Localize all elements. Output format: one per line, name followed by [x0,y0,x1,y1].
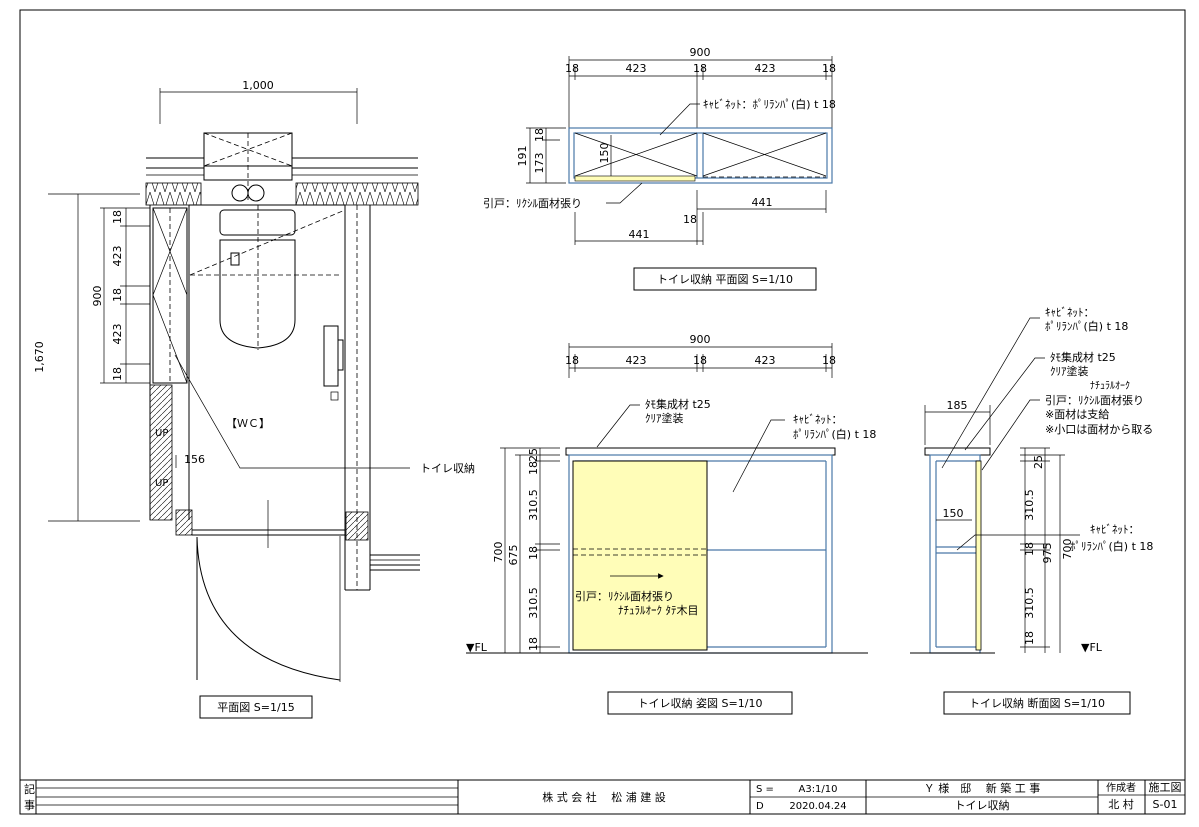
section-height-total: 700 [1061,539,1074,560]
author-name: 北 村 [1108,797,1134,811]
top-part-dim: 18 [693,62,707,75]
elev-total-dim: 900 [690,333,711,346]
plan-inner-dim: 156 [184,453,205,466]
section-cab-note-1: ｷｬﾋﾞﾈｯﾄ： [1045,306,1095,319]
note-label-1: 記 [24,782,35,796]
section-v-part: 310.5 [1023,489,1036,521]
section-height-sub: 975 [1041,543,1054,564]
plan-storage-part: 423 [111,324,124,345]
top-door-dim-a: 441 [629,228,650,241]
top-total-dim: 900 [690,46,711,59]
scale-value: A3:1/10 [798,784,837,795]
elev-cab-note-1: ｷｬﾋﾞﾈｯﾄ： [793,413,843,426]
section-door-note-3: ※小口は面材から取る [1045,422,1153,436]
floor-plan: 1,000 1,670 900 18 423 18 423 18 [33,79,475,719]
section-top-note-2: ｸﾘｱ塗装 [1050,364,1089,378]
up-label: UP [155,428,168,439]
toilet-bowl [219,239,296,349]
room-label: 【ＷＣ】 [226,417,270,430]
top-part-dim: 423 [626,62,647,75]
section-shelf-note-2: ﾎﾟﾘﾗﾝﾊﾟ(白) t 18 [1070,539,1153,553]
top-cabinet-box [568,127,833,184]
elev-door-note-2: ﾅﾁｭﾗﾙｵｰｸ ﾀﾃ木目 [618,604,699,617]
elev-v-part: 310.5 [527,489,540,521]
date-label: D [756,801,764,812]
top-caption: トイレ収納 平面図 S=1/10 [657,273,793,286]
section-v-part: 18 [1023,631,1036,645]
elev-part-dim: 423 [626,354,647,367]
section-floor-label: ▼FL [1081,641,1103,654]
sheet-number: S-01 [1153,798,1178,811]
sheet-border [19,9,1186,815]
elev-floor-label: ▼FL [466,641,488,654]
plan-height-dim: 1,670 [33,341,46,373]
plan-storage-part: 18 [111,288,124,302]
elev-top-note-2: ｸﾘｱ塗装 [645,411,684,425]
elev-part-dim: 18 [693,354,707,367]
top-inner-depth: 150 [598,143,611,164]
top-part-dim: 423 [755,62,776,75]
section-v-part: 310.5 [1023,587,1036,619]
elev-v-part: 18 [527,461,540,475]
storage-top-view: 900 18 423 18 423 18 ｷｬﾋﾞﾈｯﾄ：ﾎﾟﾘﾗﾝﾊﾟ(白) … [483,46,836,291]
section-v-part: 18 [1023,542,1036,556]
top-door-gap: 18 [683,213,697,226]
elev-height-total: 700 [492,542,505,563]
author-label: 作成者 [1106,782,1136,794]
section-door-note-1: 引戸：ﾘｸｼﾙ面材張り [1045,393,1144,407]
section-shelf-note-1: ｷｬﾋﾞﾈｯﾄ： [1090,523,1140,536]
elev-v-part: 18 [527,637,540,651]
elev-cab-note-2: ﾎﾟﾘﾗﾝﾊﾟ(白) t 18 [793,427,876,441]
section-v-part: 25 [1032,455,1045,469]
elev-part-dim: 18 [565,354,579,367]
plan-storage-callout: トイレ収納 [420,462,475,475]
elev-caption: トイレ収納 姿図 S=1/10 [638,697,763,710]
company-name: 株 式 会 社 松 浦 建 設 [542,790,665,804]
elev-v-part: 18 [527,546,540,560]
date-value: 2020.04.24 [789,801,846,812]
top-part-dim: 18 [565,62,579,75]
plan-width-dim: 1,000 [242,79,274,92]
toilet-tank [219,209,296,236]
plan-storage-part: 18 [111,367,124,381]
elev-top-note-1: ﾀﾓ集成材 t25 [645,397,711,411]
elev-v-part: 310.5 [527,587,540,619]
plan-storage-part: 18 [111,210,124,224]
elev-part-dim: 423 [755,354,776,367]
storage-section: 185 150 ｷｬﾋﾞﾈｯﾄ： ﾎﾟﾘﾗﾝﾊﾟ(白) t 18 ﾀﾓ集成材 t… [910,306,1153,715]
section-caption: トイレ収納 断面図 S=1/10 [969,696,1105,710]
drawing-type: 施工図 [1149,781,1182,794]
elev-height-sub: 675 [507,545,520,566]
section-door-note-0: ﾅﾁｭﾗﾙｵｰｸ [1090,380,1130,392]
plan-storage-part: 423 [111,246,124,267]
elev-sliding-door [572,460,708,651]
elev-part-dim: 18 [822,354,836,367]
elev-door-note-1: 引戸：ﾘｸｼﾙ面材張り [575,589,674,603]
up-label: UP [155,478,168,489]
top-door-note: 引戸：ﾘｸｼﾙ面材張り [483,196,582,210]
section-top-note-1: ﾀﾓ集成材 t25 [1050,350,1116,364]
top-cabinet-note: ｷｬﾋﾞﾈｯﾄ：ﾎﾟﾘﾗﾝﾊﾟ(白) t 18 [703,97,836,111]
section-body [929,454,981,654]
section-shelf-depth: 150 [943,507,964,520]
top-part-dim: 18 [822,62,836,75]
top-depth-total: 191 [516,146,529,167]
scale-label: S = [756,784,774,795]
section-cab-note-2: ﾎﾟﾘﾗﾝﾊﾟ(白) t 18 [1045,319,1128,333]
top-depth-part: 18 [533,128,546,142]
elev-v-part: 25 [527,448,540,462]
title-block: 記 事 株 式 会 社 松 浦 建 設 S = A3:1/10 D 2020.0… [20,779,1185,814]
plan-storage-total: 900 [91,286,104,307]
plan-caption: 平面図 S=1/15 [217,701,294,714]
drawing-name: トイレ収納 [955,799,1010,812]
elev-top-board [565,447,836,456]
top-door-dim-b: 441 [752,196,773,209]
storage-elevation: 900 18 423 18 423 18 ﾀﾓ集成材 t25 ｸﾘｱ塗装 ｷｬﾋ… [466,333,876,715]
project-name: Ｙ 様 邸 新 築 工 事 [924,781,1040,795]
section-door-note-2: ※面材は支給 [1045,407,1109,421]
top-depth-part: 173 [533,153,546,174]
section-depth: 185 [947,399,968,412]
note-label-2: 事 [24,799,35,812]
